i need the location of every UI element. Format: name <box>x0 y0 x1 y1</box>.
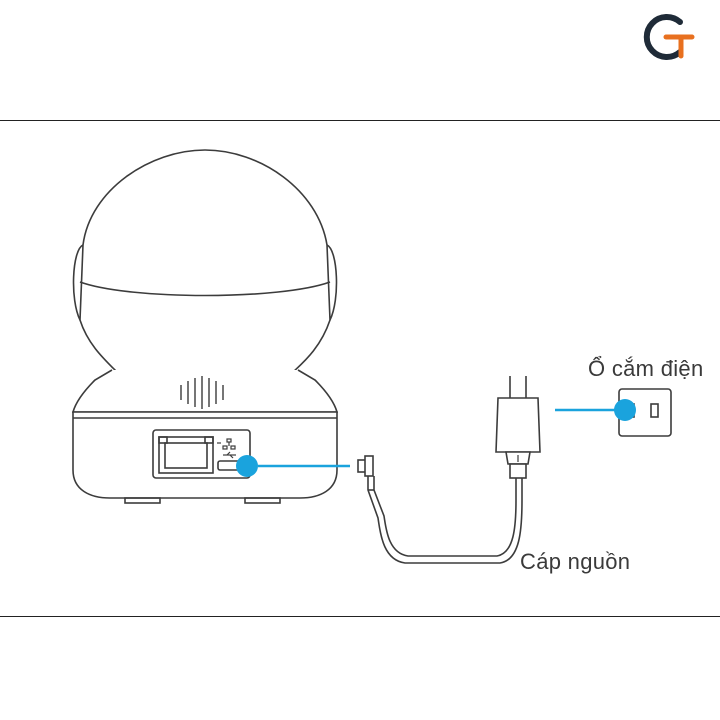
speaker-grille <box>180 376 224 409</box>
cable-label: Cáp nguồn <box>520 549 631 574</box>
camera-usb-connection-marker <box>236 455 258 477</box>
bottom-border-line <box>0 616 720 617</box>
socket-label: Ổ cắm điện <box>588 356 704 381</box>
ethernet-icon <box>217 438 236 450</box>
camera <box>71 149 339 504</box>
top-border-line <box>0 120 720 121</box>
power-cable <box>357 455 523 564</box>
usb-icon <box>223 451 236 459</box>
ethernet-port <box>158 436 214 474</box>
socket-connection-marker <box>614 399 636 421</box>
power-adapter <box>495 376 541 479</box>
